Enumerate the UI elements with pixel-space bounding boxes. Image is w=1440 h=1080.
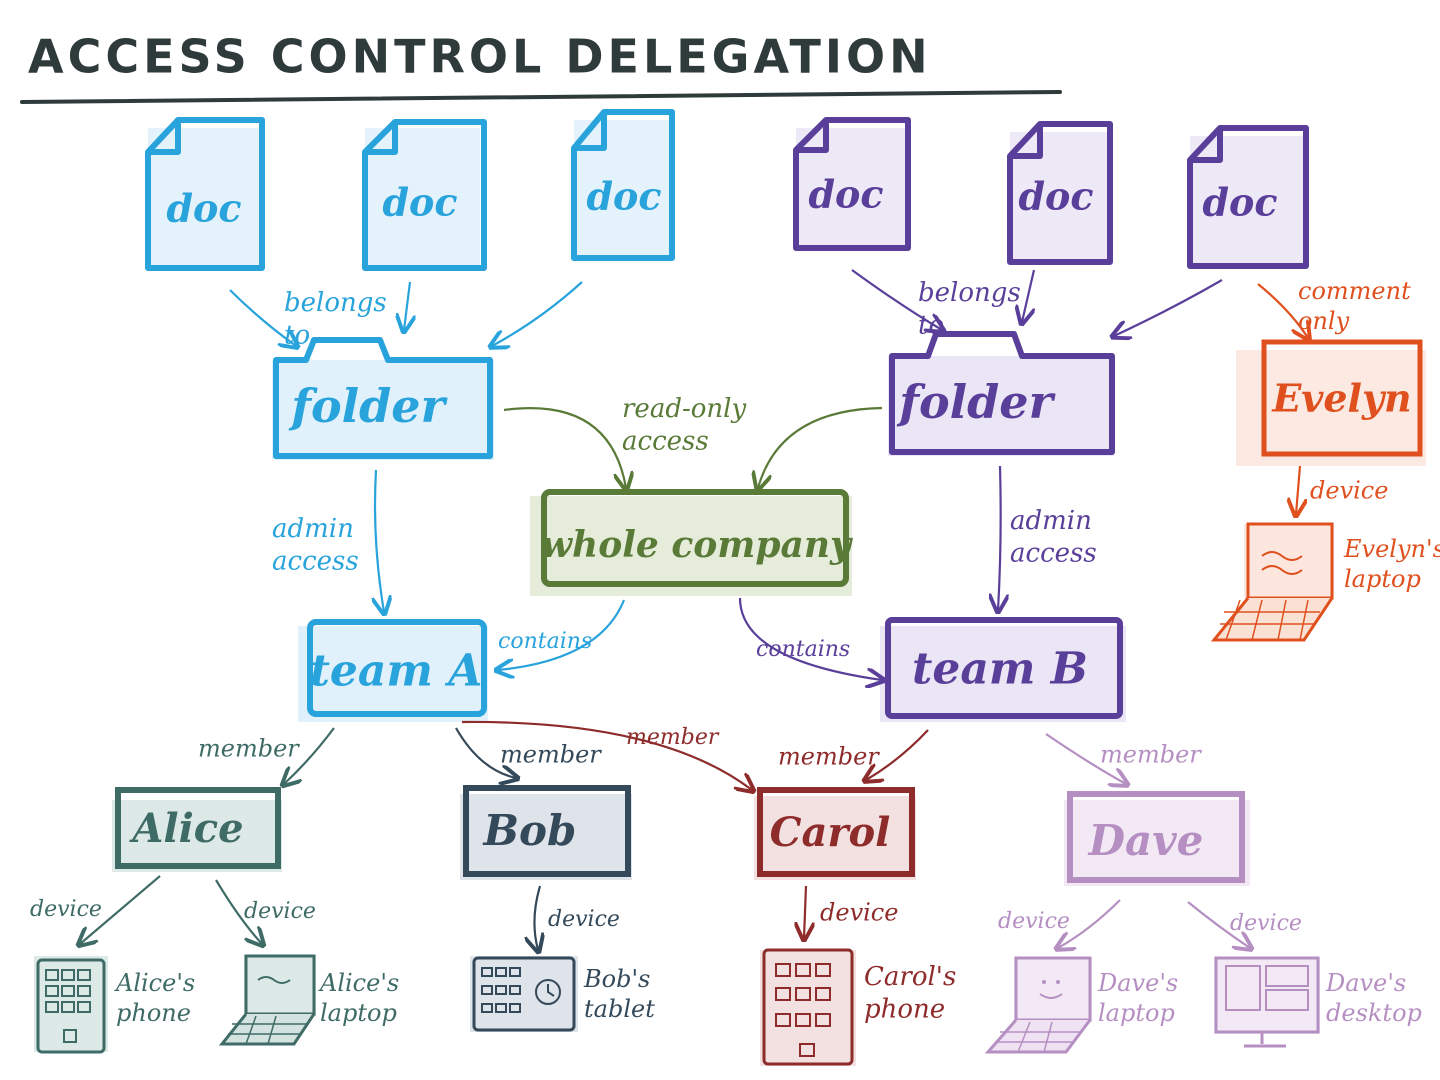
alice-label: Alice bbox=[128, 805, 243, 852]
doc-label: doc bbox=[1202, 180, 1277, 225]
evelyn-label: Evelyn bbox=[1271, 376, 1411, 421]
desktop-icon bbox=[1214, 958, 1320, 1046]
alice-node: Alice bbox=[112, 790, 282, 872]
dave-label: Dave bbox=[1088, 816, 1204, 865]
edge-doc6-folder-b bbox=[1114, 280, 1222, 336]
doc-right-1: doc bbox=[796, 120, 908, 248]
edge-doc5-folder-b bbox=[1022, 270, 1034, 322]
bob-node: Bob bbox=[460, 788, 632, 880]
doc-left-2: doc bbox=[365, 122, 484, 268]
edge-label-contains-left: contains bbox=[498, 629, 592, 654]
doc-label: doc bbox=[382, 180, 457, 225]
edge-label-device-dave-desktop: device bbox=[1230, 911, 1302, 936]
edge-folder-a-team-a bbox=[375, 470, 384, 612]
tablet-icon bbox=[470, 956, 578, 1032]
edge-label-device-dave-laptop: device bbox=[998, 909, 1070, 934]
doc-left-3: doc bbox=[574, 112, 672, 260]
edge-label-device-bob: device bbox=[548, 907, 620, 932]
phone-icon bbox=[760, 950, 856, 1066]
evelyn-node: Evelyn bbox=[1236, 342, 1426, 466]
edge-evelyn-laptop bbox=[1296, 466, 1300, 514]
laptop-icon bbox=[988, 958, 1092, 1052]
laptop-icon bbox=[1214, 524, 1334, 640]
team-a-label: team A bbox=[310, 646, 483, 697]
folder-b-label: folder bbox=[896, 375, 1056, 429]
title-underline bbox=[22, 92, 1060, 102]
edge-label-member-dave: member bbox=[1100, 741, 1202, 769]
edge-label-device-alice-phone: device bbox=[30, 897, 102, 922]
edge-doc2-folder-a bbox=[404, 282, 410, 330]
edge-label-device-alice-laptop: device bbox=[244, 899, 316, 924]
edge-label-device-carol: device bbox=[820, 899, 898, 927]
bob-label: Bob bbox=[483, 806, 577, 855]
folder-b: folder bbox=[888, 334, 1114, 456]
page-title: ACCESS CONTROL DELEGATION bbox=[28, 30, 932, 84]
edge-label-contains-right: contains bbox=[756, 637, 850, 662]
doc-right-2: doc bbox=[1010, 124, 1110, 262]
edge-doc3-folder-a bbox=[492, 282, 582, 346]
folder-a-label: folder bbox=[288, 379, 448, 433]
team-b-node: team B bbox=[880, 620, 1126, 722]
phone-icon bbox=[34, 956, 108, 1052]
edge-folder-b-company bbox=[758, 408, 882, 488]
doc-label: doc bbox=[1018, 174, 1093, 219]
edge-label-member-bob: member bbox=[500, 741, 602, 769]
whole-company-label: whole company bbox=[541, 524, 853, 566]
doc-left-1: doc bbox=[148, 120, 262, 268]
team-b-label: team B bbox=[912, 644, 1088, 695]
edge-folder-a-company bbox=[504, 408, 626, 488]
laptop-icon bbox=[222, 956, 316, 1044]
dave-node: Dave bbox=[1064, 794, 1250, 886]
team-a-node: team A bbox=[298, 622, 488, 722]
edge-bob-tablet bbox=[534, 886, 540, 950]
doc-label: doc bbox=[808, 172, 883, 217]
folder-a: folder bbox=[272, 340, 494, 460]
edge-label-member-alice: member bbox=[198, 735, 300, 763]
edge-carol-phone bbox=[804, 886, 806, 938]
carol-label: Carol bbox=[770, 809, 891, 856]
doc-label: doc bbox=[166, 186, 241, 231]
doc-right-3: doc bbox=[1190, 128, 1306, 266]
edge-label-member-carol-a: member bbox=[626, 725, 720, 750]
carol-node: Carol bbox=[754, 790, 916, 880]
edge-label-member-carol-b: member bbox=[778, 743, 880, 771]
edge-folder-b-team-b bbox=[998, 466, 1001, 610]
whole-company-node: whole company bbox=[530, 492, 853, 596]
edge-label-device-evelyn: device bbox=[1310, 477, 1388, 505]
doc-label: doc bbox=[586, 174, 661, 219]
